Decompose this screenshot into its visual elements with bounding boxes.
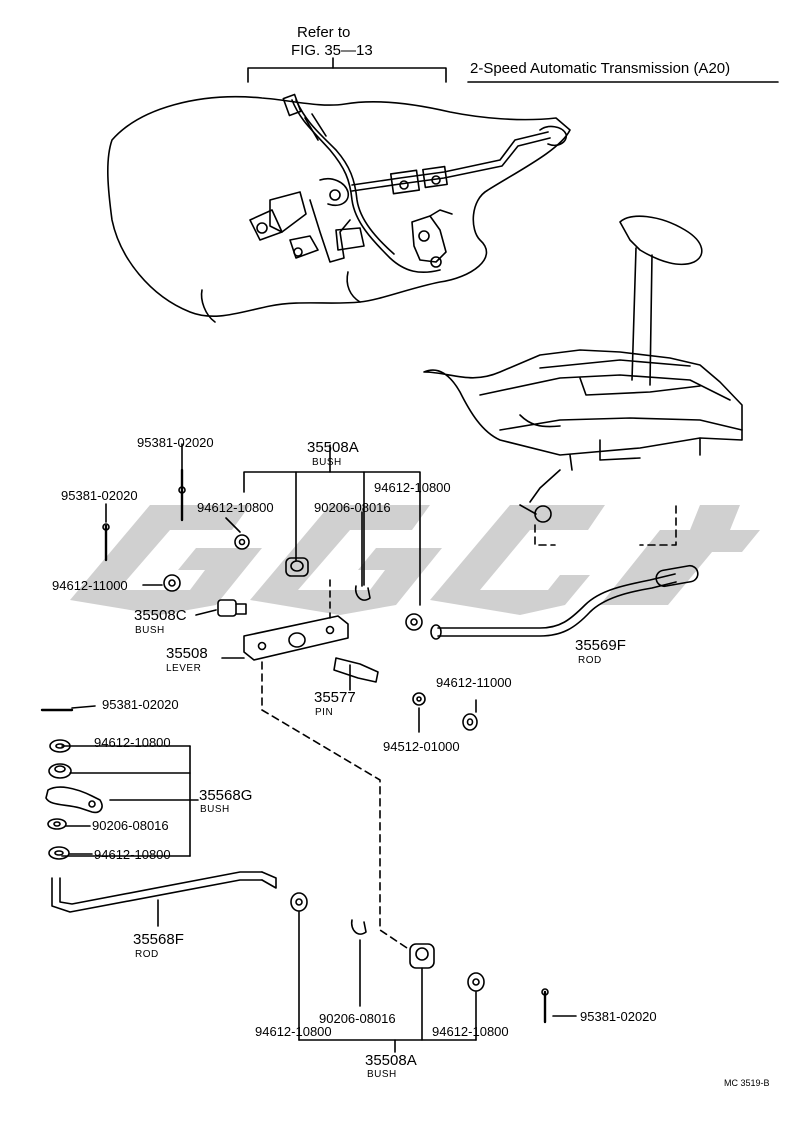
label-bush-bottom: BUSH (367, 1069, 397, 1080)
transmission-housing (107, 95, 571, 318)
rod-35568f-shape (51, 877, 263, 913)
label-bush-top: BUSH (312, 457, 342, 468)
label-35569f: 35569F (575, 637, 626, 654)
label-90206-08016-c: 90206-08016 (319, 1011, 396, 1026)
label-94612-10800-c: 94612-10800 (94, 735, 171, 750)
shift-lever-handle (619, 215, 703, 266)
label-94612-11000-a: 94612-11000 (52, 578, 128, 593)
watermark-logo (70, 505, 760, 615)
rod-35569f-shape (437, 573, 676, 629)
label-95381-02020-a: 95381-02020 (137, 435, 214, 450)
label-bush-c: BUSH (135, 625, 165, 636)
label-35508c: 35508C (134, 607, 187, 624)
label-94612-10800-e: 94612-10800 (255, 1024, 332, 1039)
bracket-35508a-top (243, 471, 421, 493)
label-35508a-top: 35508A (307, 439, 359, 456)
label-94612-11000-b: 94612-11000 (436, 675, 512, 690)
label-lever: LEVER (166, 663, 202, 674)
label-94512-01000: 94512-01000 (383, 739, 460, 754)
label-94612-10800-a: 94612-10800 (197, 500, 274, 515)
label-rod-f: ROD (578, 655, 602, 666)
label-95381-02020-d: 95381-02020 (580, 1009, 657, 1024)
label-95381-02020-c: 95381-02020 (102, 697, 179, 712)
shift-cable (291, 99, 441, 274)
label-94612-10800-f: 94612-10800 (432, 1024, 509, 1039)
label-35508a-bottom: 35508A (365, 1052, 417, 1069)
label-90206-08016-b: 90206-08016 (92, 818, 169, 833)
figure-code: MC 3519-B (724, 1078, 770, 1088)
label-35508: 35508 (166, 645, 208, 662)
label-35577: 35577 (314, 689, 356, 706)
label-rod-568f: ROD (135, 949, 159, 960)
label-35568g: 35568G (199, 787, 253, 804)
label-35568f: 35568F (133, 931, 184, 948)
label-94612-10800-b: 94612-10800 (374, 480, 451, 495)
page-title: 2-Speed Automatic Transmission (A20) (470, 60, 731, 77)
label-94612-10800-d: 94612-10800 (94, 847, 171, 862)
lever-35508-shape (243, 615, 349, 661)
refer-fig-label: FIG. 35—13 (291, 42, 373, 59)
refer-to-label: Refer to (297, 24, 351, 41)
label-95381-02020-b: 95381-02020 (61, 488, 138, 503)
refer-bracket (247, 67, 447, 83)
label-90206-08016-a: 90206-08016 (314, 500, 391, 515)
label-pin: PIN (315, 707, 334, 718)
label-bush-g: BUSH (200, 804, 230, 815)
shift-console (423, 349, 743, 456)
